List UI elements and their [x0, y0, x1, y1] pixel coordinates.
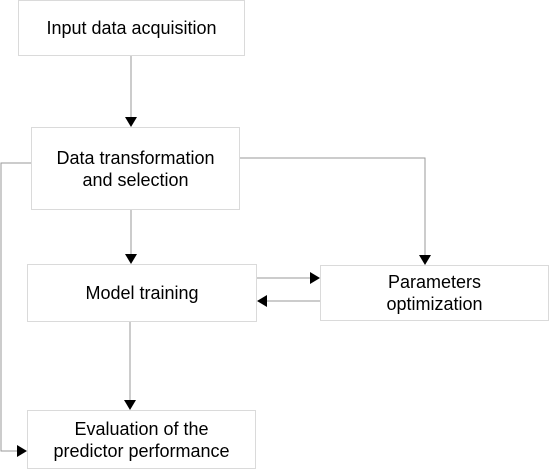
node-parameters-optimization: Parameters optimization: [320, 265, 549, 321]
node-label: Parameters optimization: [386, 272, 483, 314]
node-data-transformation-and-selection: Data transformation and selection: [31, 127, 240, 210]
node-label: Evaluation of the predictor performance: [53, 418, 230, 461]
edge-transform-to-params: [240, 157, 431, 265]
node-label: Data transformation and selection: [56, 147, 215, 190]
node-label: Input data acquisition: [46, 18, 217, 38]
edge-transform-to-eval: [0, 162, 31, 457]
node-evaluation-of-predictor-performance: Evaluation of the predictor performance: [27, 410, 256, 469]
node-label: Model training: [85, 283, 199, 303]
node-model-training: Model training: [27, 264, 257, 322]
node-input-data-acquisition: Input data acquisition: [18, 0, 245, 56]
